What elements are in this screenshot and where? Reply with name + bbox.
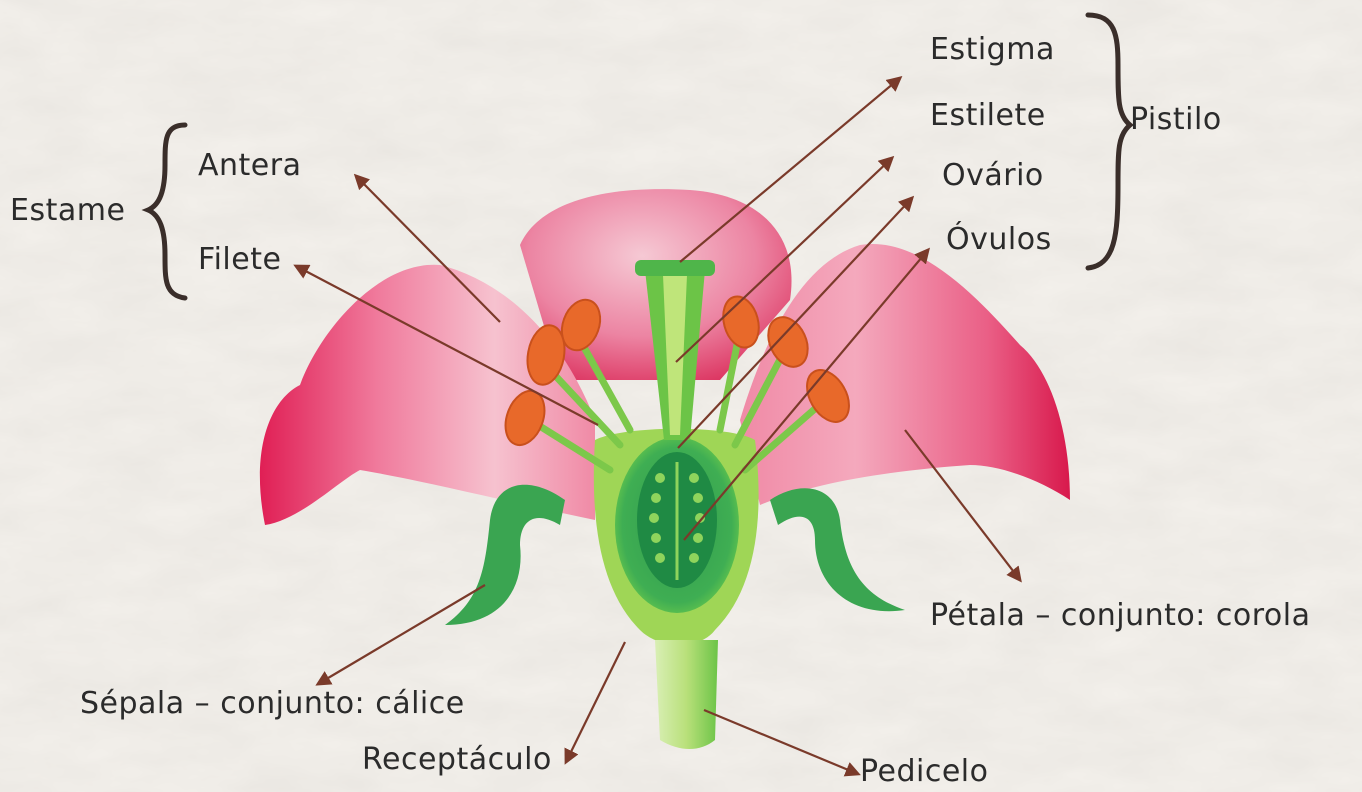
label-estigma: Estigma [930, 32, 1055, 68]
arrow-pedicelo [704, 710, 858, 774]
label-estame: Estame [10, 193, 125, 229]
label-pedicelo: Pedicelo [860, 754, 989, 790]
label-petala: Pétala – conjunto: corola [930, 598, 1311, 634]
label-receptaculo: Receptáculo [362, 742, 552, 778]
label-estilete: Estilete [930, 98, 1046, 134]
arrow-estigma [680, 78, 900, 262]
sepal-left [445, 485, 565, 625]
label-ovario: Ovário [942, 158, 1044, 194]
label-ovulos: Óvulos [946, 222, 1052, 258]
arrow-receptaculo [566, 642, 625, 762]
estame-brace [148, 125, 185, 298]
label-filete: Filete [198, 242, 281, 278]
label-antera: Antera [198, 148, 301, 184]
sepal-right [770, 488, 905, 611]
pedicel-stem [655, 640, 718, 749]
pistilo-brace [1088, 15, 1130, 268]
stigma [635, 260, 715, 276]
arrow-sepala [318, 585, 485, 684]
label-pistilo: Pistilo [1130, 102, 1222, 138]
label-sepala: Sépala – conjunto: cálice [80, 686, 465, 722]
